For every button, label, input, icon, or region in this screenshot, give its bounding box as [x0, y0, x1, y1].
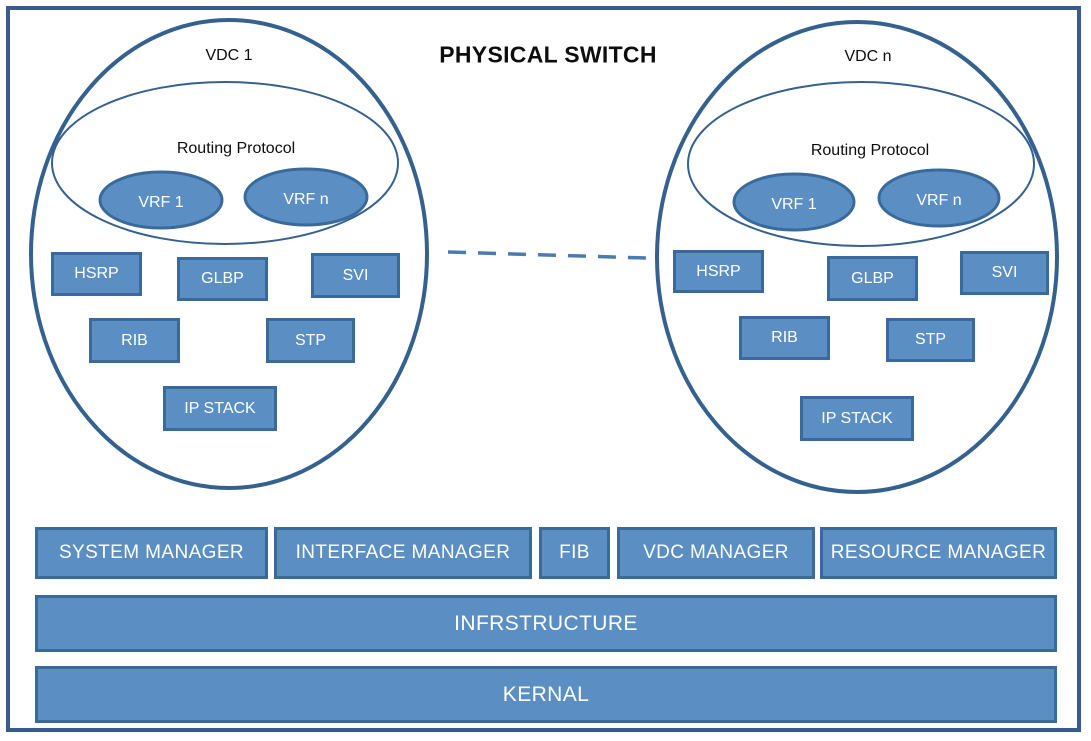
physical-switch-frame: [6, 6, 1081, 732]
vdc-n-routing-protocol-title: Routing Protocol: [810, 142, 930, 159]
vdc-n-module-hsrp[interactable]: HSRP: [673, 250, 764, 293]
vdc-n-module-svi[interactable]: SVI: [960, 251, 1049, 295]
vdc-1-vrf-1-label: VRF 1: [138, 194, 184, 211]
vdc-n-title: VDC n: [844, 48, 892, 65]
vdc-1-module-rib[interactable]: RIB: [89, 318, 180, 363]
layer-vdc-manager[interactable]: VDC MANAGER: [617, 527, 815, 579]
layer-fib[interactable]: FIB: [539, 527, 610, 579]
vdc-1-module-hsrp[interactable]: HSRP: [51, 252, 142, 296]
vdc-1-module-ip-stack[interactable]: IP STACK: [163, 386, 277, 431]
vdc-1-module-glbp[interactable]: GLBP: [177, 257, 268, 301]
layer-system-manager[interactable]: SYSTEM MANAGER: [35, 527, 268, 579]
vdc-n-vrf-1-label: VRF 1: [771, 196, 817, 213]
vdc-1-routing-protocol-title: Routing Protocol: [176, 140, 296, 157]
vdc-1-vrf-n-label: VRF n: [283, 191, 329, 208]
vdc-1-module-stp[interactable]: STP: [266, 318, 355, 363]
vdc-n-module-ip-stack[interactable]: IP STACK: [800, 396, 914, 441]
layer-infrastructure[interactable]: INFRSTRUCTURE: [35, 595, 1057, 652]
vdc-n-vrf-n-label: VRF n: [916, 192, 962, 209]
layer-resource-manager[interactable]: RESOURCE MANAGER: [820, 527, 1057, 579]
vdc-1-module-svi[interactable]: SVI: [311, 253, 400, 298]
layer-interface-manager[interactable]: INTERFACE MANAGER: [274, 527, 532, 579]
vdc-n-module-stp[interactable]: STP: [886, 318, 975, 362]
page-title: PHYSICAL SWITCH: [439, 41, 657, 68]
vdc-1-title: VDC 1: [205, 47, 253, 64]
vdc-n-module-glbp[interactable]: GLBP: [827, 256, 918, 301]
layer-kernal[interactable]: KERNAL: [35, 666, 1057, 723]
vdc-n-module-rib[interactable]: RIB: [739, 316, 830, 360]
